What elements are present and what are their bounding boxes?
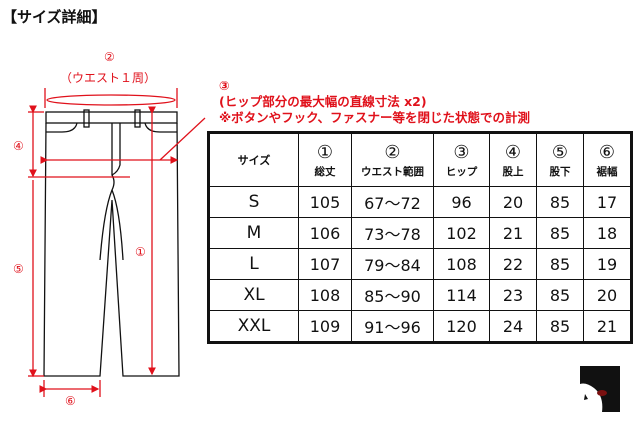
- value-cell: 108: [298, 279, 352, 311]
- size-cell: L: [208, 248, 299, 280]
- header-label: 裾幅: [596, 165, 618, 178]
- value-cell: 85〜90: [351, 279, 434, 311]
- table-header-row: サイズ ① 総丈 ② ウエスト範囲 ③ ヒップ ④ 股上 ⑤ 股下 ⑥ 裾幅: [208, 132, 632, 187]
- page-title: 【サイズ詳細】: [2, 8, 107, 26]
- header-num: ④: [504, 141, 522, 163]
- value-cell: 73〜78: [351, 217, 434, 249]
- hip-note: ③ (ヒップ部分の最大幅の直線寸法 x2) ※ボタンやフック、ファスナー等を閉じ…: [219, 78, 530, 126]
- value-cell: 79〜84: [351, 248, 434, 280]
- value-cell: 21: [583, 310, 632, 343]
- value-cell: 108: [433, 248, 490, 280]
- header-label: 股下: [549, 165, 571, 178]
- length-number: ①: [135, 245, 146, 259]
- header-size: サイズ: [208, 132, 299, 187]
- header-num: ⑥: [598, 141, 616, 163]
- measure-lines: [28, 88, 206, 397]
- value-cell: 120: [433, 310, 490, 343]
- size-cell: XXL: [208, 310, 299, 343]
- header-num: ①: [316, 141, 334, 163]
- header-num: ②: [384, 141, 401, 163]
- header-col: ⑤ 股下: [536, 132, 584, 187]
- size-cell: S: [208, 186, 299, 218]
- value-cell: 85: [536, 186, 584, 218]
- header-num: ③: [453, 141, 470, 163]
- header-col: ⑥ 裾幅: [583, 132, 632, 187]
- hip-note-line2: ※ボタンやフック、ファスナー等を閉じた状態での計測: [219, 110, 531, 125]
- brand-logo: [580, 366, 620, 412]
- value-cell: 21: [489, 217, 537, 249]
- inseam-number: ⑤: [13, 262, 24, 276]
- hip-note-line1: (ヒップ部分の最大幅の直線寸法 x2): [219, 94, 427, 109]
- value-cell: 106: [298, 217, 352, 249]
- header-num: ⑤: [551, 141, 569, 163]
- value-cell: 105: [298, 186, 352, 218]
- value-cell: 91〜96: [351, 310, 434, 343]
- header-col: ② ウエスト範囲: [351, 132, 434, 187]
- value-cell: 85: [536, 248, 584, 280]
- header-label: 股上: [502, 165, 524, 178]
- header-label: ヒップ: [445, 165, 478, 178]
- size-cell: XL: [208, 279, 299, 311]
- value-cell: 114: [433, 279, 490, 311]
- value-cell: 24: [489, 310, 537, 343]
- pants-outline: [43, 109, 180, 377]
- value-cell: 22: [489, 248, 537, 280]
- size-cell: M: [208, 217, 299, 249]
- value-cell: 23: [489, 279, 537, 311]
- value-cell: 96: [433, 186, 490, 218]
- pants-diagram: [28, 88, 206, 397]
- value-cell: 19: [583, 248, 632, 280]
- header-col: ① 総丈: [298, 132, 352, 187]
- value-cell: 18: [583, 217, 632, 249]
- value-cell: 20: [583, 279, 632, 311]
- value-cell: 85: [536, 217, 584, 249]
- hem-number: ⑥: [65, 394, 76, 408]
- value-cell: 17: [583, 186, 632, 218]
- header-col: ④ 股上: [489, 132, 537, 187]
- waist-number: ②: [104, 50, 115, 64]
- value-cell: 67〜72: [351, 186, 434, 218]
- waist-label: （ウエスト１周）: [60, 71, 157, 85]
- value-cell: 107: [298, 248, 352, 280]
- value-cell: 85: [536, 310, 584, 343]
- rise-number: ④: [13, 139, 24, 153]
- header-label: ウエスト範囲: [361, 165, 424, 178]
- value-cell: 102: [433, 217, 490, 249]
- value-cell: 20: [489, 186, 537, 218]
- header-label: 総丈: [314, 165, 336, 178]
- header-col: ③ ヒップ: [433, 132, 490, 187]
- hip-number: ③: [219, 78, 230, 93]
- value-cell: 85: [536, 279, 584, 311]
- value-cell: 109: [298, 310, 352, 343]
